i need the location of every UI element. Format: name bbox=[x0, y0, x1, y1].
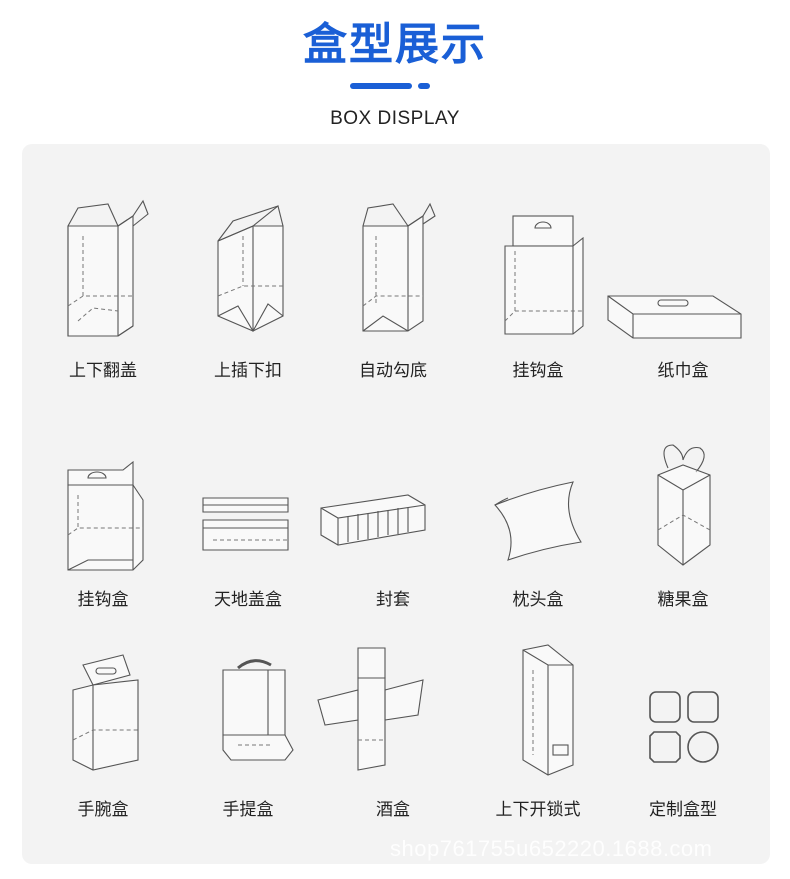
box-item[interactable]: 定制盒型 bbox=[608, 680, 758, 820]
box-label: 封套 bbox=[376, 590, 410, 610]
box-item[interactable]: 天地盖盒 bbox=[173, 460, 323, 610]
box-label: 上下翻盖 bbox=[69, 361, 137, 381]
candy-box-icon bbox=[657, 444, 711, 566]
box-item[interactable]: 纸巾盒 bbox=[607, 196, 758, 381]
box-label: 自动勾底 bbox=[359, 361, 427, 381]
lid-base-box-icon bbox=[202, 497, 289, 551]
box-item[interactable]: 挂钩盒 bbox=[463, 196, 613, 381]
handle-box-icon bbox=[72, 654, 139, 771]
box-item[interactable]: 上插下扣 bbox=[173, 196, 323, 381]
box-item[interactable]: 枕头盒 bbox=[463, 460, 613, 610]
box-item[interactable]: 手腕盒 bbox=[28, 650, 178, 820]
sleeve-icon bbox=[320, 494, 426, 546]
page-title: 盒型展示 bbox=[303, 19, 487, 70]
box-label: 挂钩盒 bbox=[77, 590, 129, 610]
box-label: 酒盒 bbox=[376, 800, 410, 820]
box-label: 上下开锁式 bbox=[495, 800, 581, 820]
snap-lock-bottom-box-icon bbox=[217, 205, 284, 333]
watermark: shop761755u652220.1688.com bbox=[390, 836, 713, 861]
box-item[interactable]: 手提盒 bbox=[173, 650, 323, 820]
box-label: 枕头盒 bbox=[512, 590, 564, 610]
tissue-box-icon bbox=[607, 295, 742, 339]
auto-lock-bottom-box-icon bbox=[362, 202, 436, 332]
box-item[interactable]: 酒盒 bbox=[317, 640, 468, 820]
box-label: 手腕盒 bbox=[77, 800, 129, 820]
page-subtitle: BOX DISPLAY bbox=[330, 108, 460, 129]
tuck-end-box-icon bbox=[67, 199, 149, 337]
box-item[interactable]: 上下开锁式 bbox=[463, 640, 613, 820]
box-item[interactable]: 上下翻盖 bbox=[28, 196, 178, 381]
box-item[interactable]: 自动勾底 bbox=[318, 196, 468, 381]
wine-box-icon bbox=[317, 647, 424, 771]
carry-box-icon bbox=[222, 659, 294, 761]
box-label: 天地盖盒 bbox=[214, 590, 282, 610]
hanger-box-2-icon bbox=[67, 460, 144, 571]
box-label: 手提盒 bbox=[222, 800, 274, 820]
box-label: 挂钩盒 bbox=[512, 361, 564, 381]
box-label: 纸巾盒 bbox=[657, 361, 709, 381]
custom-shapes-icon bbox=[649, 691, 719, 763]
box-item[interactable]: 糖果盒 bbox=[608, 440, 758, 610]
box-item[interactable]: 挂钩盒 bbox=[28, 460, 178, 610]
lock-box-icon bbox=[522, 644, 574, 776]
box-label: 上插下扣 bbox=[214, 361, 282, 381]
hanger-box-icon bbox=[504, 215, 584, 335]
box-label: 定制盒型 bbox=[649, 800, 717, 820]
box-label: 糖果盒 bbox=[657, 590, 709, 610]
box-item[interactable]: 封套 bbox=[318, 460, 468, 610]
pillow-box-icon bbox=[494, 481, 582, 561]
